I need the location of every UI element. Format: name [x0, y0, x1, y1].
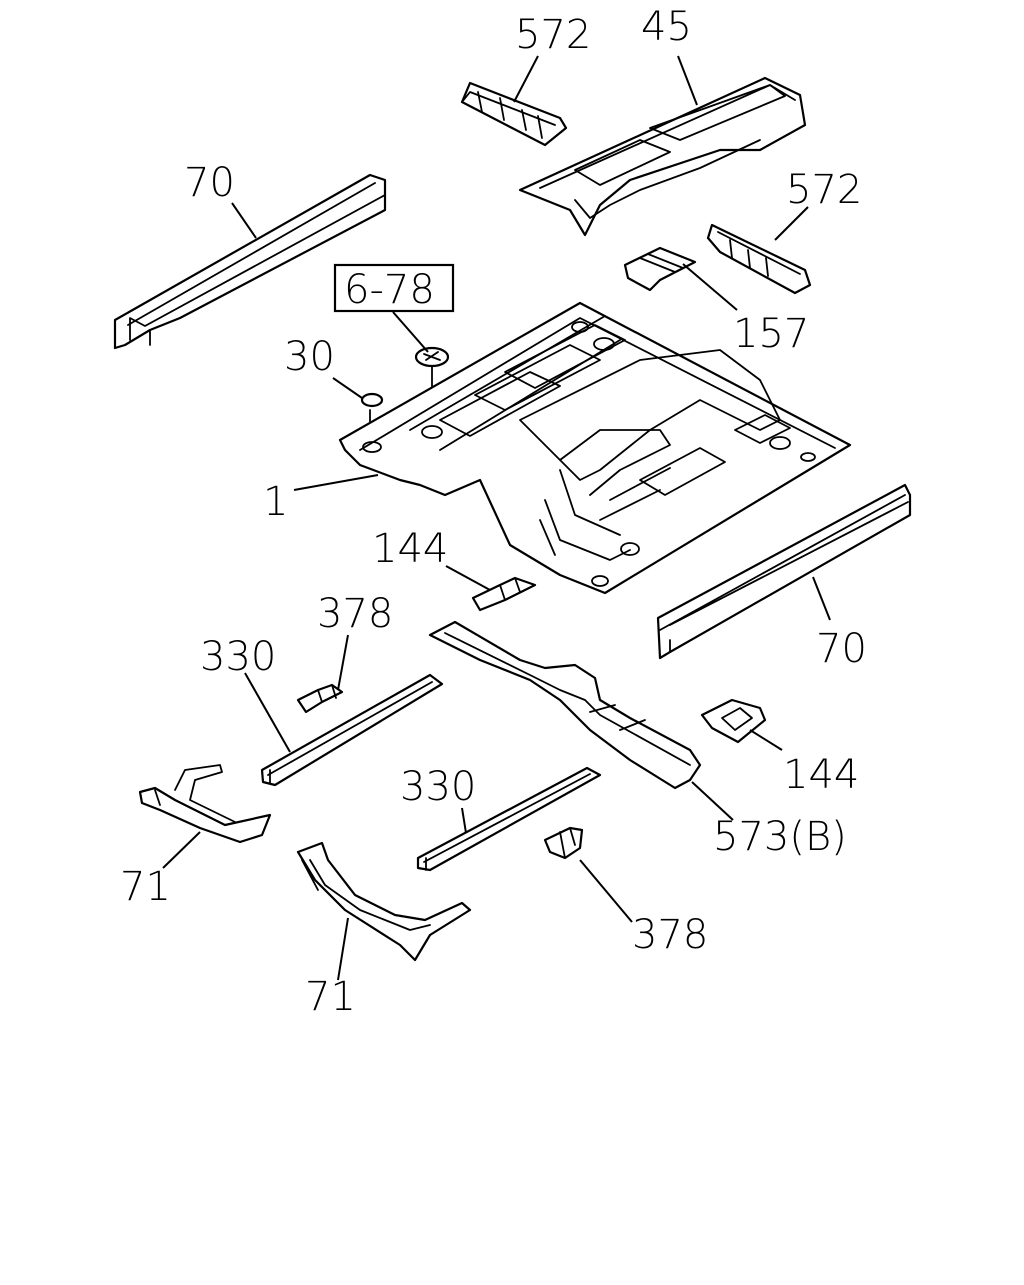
- callout-1: 1: [263, 479, 288, 525]
- part-572-top: [460, 81, 568, 147]
- part-378-lower: [543, 826, 584, 860]
- part-70-right: [656, 483, 912, 660]
- callout-71-left: 71: [120, 864, 171, 910]
- callout-144-lower: 144: [783, 752, 859, 798]
- callout-330-lower: 330: [400, 764, 476, 810]
- callout-572-right: 572: [786, 167, 862, 213]
- callout-30: 30: [284, 334, 335, 380]
- part-572-right: [706, 223, 812, 295]
- callout-6-78: 6-78: [344, 267, 435, 313]
- part-330-upper: [260, 673, 444, 787]
- reference-6-78: [333, 263, 455, 313]
- part-157: [623, 246, 697, 292]
- callout-572-top: 572: [515, 12, 591, 58]
- part-71-bottom: [296, 841, 472, 962]
- part-70-left: [113, 173, 387, 350]
- part-144-lower: [700, 698, 767, 744]
- callout-378-lower: 378: [632, 912, 708, 958]
- part-71-left: [138, 764, 272, 844]
- callout-45: 45: [641, 4, 692, 50]
- callout-573b: 573(B): [713, 814, 847, 860]
- callout-144-upper: 144: [372, 526, 448, 572]
- callout-330-upper: 330: [200, 634, 276, 680]
- callout-378-upper: 378: [317, 591, 393, 637]
- callout-71-bottom: 71: [305, 974, 356, 1020]
- part-45: [518, 76, 807, 237]
- callout-70-left: 70: [184, 160, 235, 206]
- part-144-upper: [471, 576, 537, 612]
- part-1-floor-panel: [338, 301, 852, 595]
- part-573b: [428, 620, 702, 790]
- part-330-lower: [416, 766, 602, 872]
- callout-157: 157: [733, 311, 809, 357]
- callout-labels: 572 45 70 572 6-78 157 30 1 144 378 330 …: [120, 4, 867, 1020]
- part-378-upper: [296, 683, 344, 714]
- leader-lines: [162, 55, 831, 981]
- reference-box: [333, 263, 455, 313]
- callout-70-right: 70: [816, 626, 867, 672]
